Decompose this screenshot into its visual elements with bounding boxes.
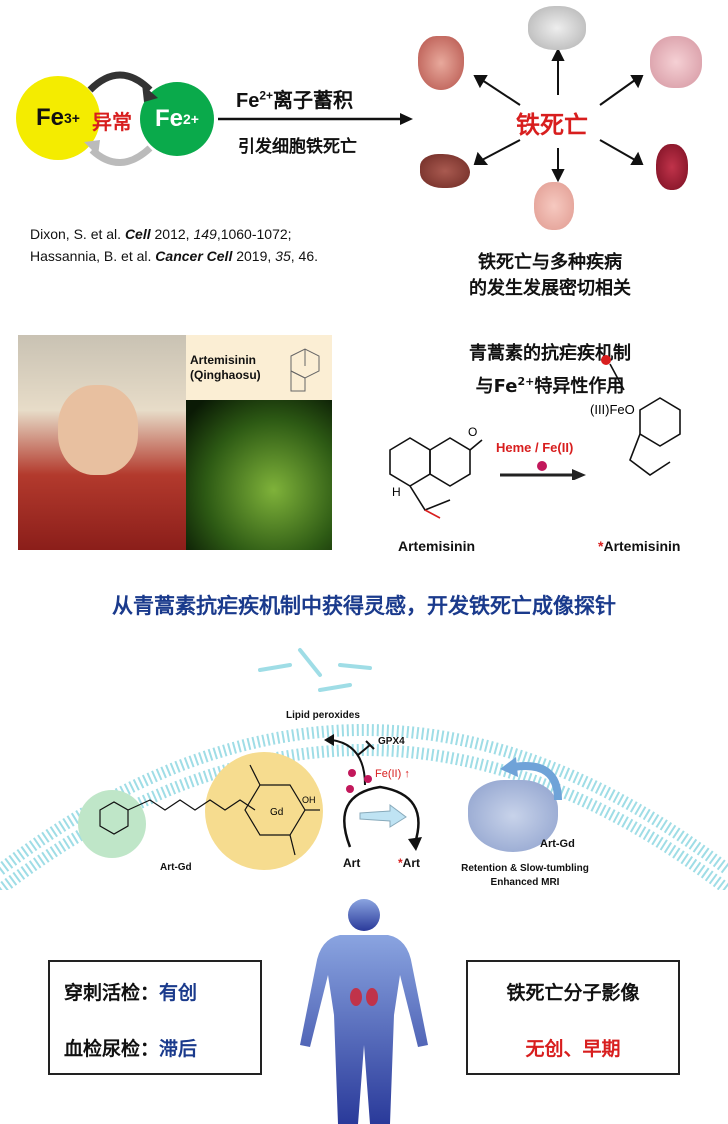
brain-icon (528, 6, 586, 50)
reference-1: Dixon, S. et al. Cell 2012, 149,1060-107… (30, 223, 318, 245)
blood-urine-value: 滞后 (159, 1038, 198, 1060)
oh-label: OH (302, 795, 316, 805)
t2: 2+ (259, 88, 274, 103)
r: Cancer Cell (155, 248, 233, 264)
m: 2+ (517, 375, 535, 388)
curved-arrow-icon (500, 757, 562, 801)
fe2-accumulation-label: Fe2+离子蓄积 (236, 84, 353, 113)
tu-youyou-photo (18, 335, 186, 550)
art-gd-protein-label: Art-Gd (540, 838, 575, 850)
gpx4-label: GPX4 (378, 736, 405, 747)
lung-icon (650, 36, 702, 88)
svg-text:O: O (468, 425, 477, 439)
face (58, 385, 138, 475)
m: 与Fe (475, 376, 518, 397)
protein-structure (468, 780, 558, 852)
biopsy-row: 穿刺活检：有创 (64, 978, 197, 1005)
artemisia-plant-photo (186, 400, 332, 550)
fe2-base: Fe (155, 105, 184, 132)
artemisinin-structure-panel: Artemisinin (Qinghaosu) (186, 335, 332, 400)
artemisinin-moiety-circle (78, 790, 146, 858)
headline: 从青蒿素抗疟疾机制中获得灵感，开发铁死亡成像探针 (112, 594, 616, 618)
mech-line-2: 与Fe2+特异性作用 (430, 368, 670, 401)
h-label: H (392, 485, 401, 499)
star: * (598, 538, 604, 554)
stomach-icon (534, 182, 574, 230)
disease-line-1: 铁死亡与多种疾病 (478, 252, 622, 273)
organ-arrows (473, 47, 644, 183)
gd-label: Gd (270, 807, 283, 818)
biopsy-label: 穿刺活检： (64, 982, 160, 1004)
r: 149 (193, 226, 217, 242)
enhanced-mri-label: Enhanced MRI (490, 877, 560, 888)
retention-caption: Retention & Slow-tumbling Enhanced MRI (440, 862, 610, 890)
activated-art-label: *Art (398, 856, 420, 870)
biopsy-value: 有创 (159, 982, 198, 1004)
t3: 离子蓄积 (273, 88, 354, 112)
molecule-icon (290, 348, 320, 392)
activated-artemisinin-structure: (III)FeO (590, 355, 681, 476)
fe-up-label: Fe(II) ↑ (375, 768, 410, 780)
art-label: Art (343, 856, 361, 870)
art-gd-label: Art-Gd (160, 862, 192, 873)
reaction-arrow-icon (500, 461, 586, 480)
activated-artemisinin-name: *Artemisinin (598, 538, 680, 554)
s: * (398, 856, 403, 870)
t1: Fe (236, 90, 260, 112)
conventional-diagnosis-box: 穿刺活检：有创 血检尿检：滞后 (48, 960, 262, 1075)
liver-icon (420, 154, 470, 188)
fe-label: (III)FeO (590, 402, 635, 417)
r: ,1060-1072; (216, 226, 292, 242)
r: , 46. (290, 248, 318, 264)
fe3-sup: 3+ (64, 110, 80, 126)
artemisinin-structure: O H (389, 425, 483, 519)
r: 2019, (232, 248, 276, 264)
disease-caption: 铁死亡与多种疾病 的发生发展密切相关 (430, 250, 670, 302)
r: 2012, (150, 226, 194, 242)
redox-cycle-arrows-icon (84, 71, 158, 166)
mech-line-1: 青蒿素的抗疟疾机制 (469, 343, 631, 364)
fe2-sup: 2+ (183, 111, 199, 127)
lipid-peroxides-label: Lipid peroxides (286, 710, 360, 721)
molecular-imaging-box: 铁死亡分子影像 无创、早期 (466, 960, 680, 1075)
kidney-icon (656, 144, 688, 190)
gd-chelate-circle (205, 752, 323, 870)
up-arrow-icon: ↑ (404, 768, 410, 780)
ferroptosis-center-label: 铁死亡 (516, 111, 588, 139)
r: Cell (124, 226, 151, 242)
f: Fe(II) (375, 768, 402, 780)
reference-2: Hassannia, B. et al. Cancer Cell 2019, 3… (30, 245, 318, 267)
fe-cycle-diagram (324, 734, 422, 851)
r: Hassannia, B. et al. (30, 248, 156, 264)
retention-label: Retention & Slow-tumbling (461, 863, 589, 874)
blood-urine-label: 血检尿检： (64, 1038, 160, 1060)
r: 35 (275, 248, 291, 264)
disease-line-2: 的发生发展密切相关 (469, 278, 631, 299)
n: Artemisinin (603, 538, 681, 554)
art-gd-structure: Gd OH (99, 764, 320, 856)
heart-icon (418, 36, 464, 90)
m: 特异性作用 (534, 376, 625, 397)
molecular-imaging-title: 铁死亡分子影像 (506, 982, 640, 1004)
process-arrow-icon (218, 113, 413, 125)
fe3-base: Fe (36, 104, 65, 131)
artemisinin-name: Artemisinin (398, 538, 476, 554)
human-body-icon (300, 899, 428, 1124)
blood-urine-row: 血检尿检：滞后 (64, 1034, 197, 1061)
mechanism-caption: 青蒿素的抗疟疾机制 与Fe2+特异性作用 (430, 340, 670, 401)
qinghaosu-label: (Qinghaosu) (190, 368, 261, 382)
abnormal-label: 异常 (92, 110, 132, 134)
r: Dixon, S. et al. (30, 226, 125, 242)
induce-ferroptosis-label: 引发细胞铁死亡 (238, 137, 357, 157)
artemisinin-label: Artemisinin (190, 353, 257, 367)
reagent-label: Heme / Fe(II) (496, 440, 574, 455)
references: Dixon, S. et al. Cell 2012, 149,1060-107… (30, 223, 318, 267)
a: Art (402, 856, 421, 870)
molecular-imaging-value: 无创、早期 (525, 1038, 621, 1060)
